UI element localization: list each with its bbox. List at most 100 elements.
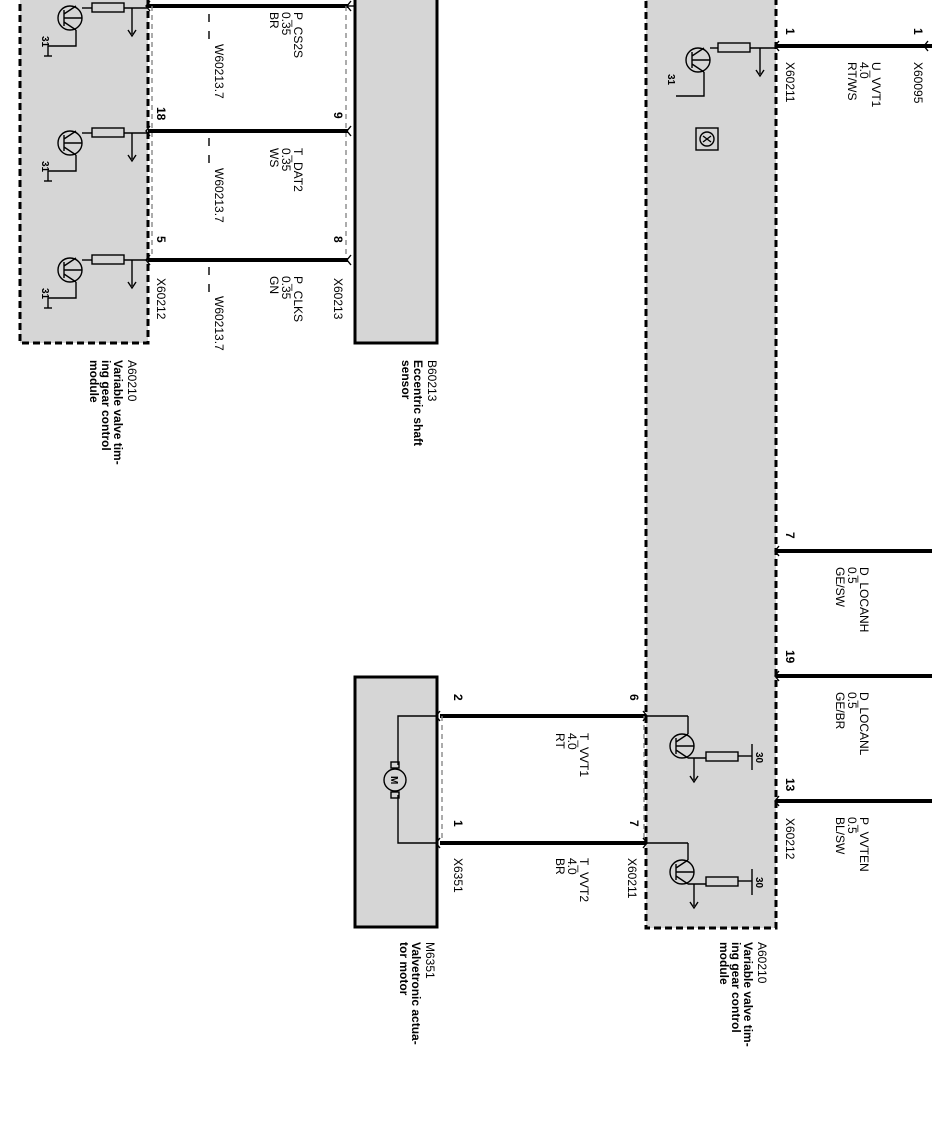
sensor-wire-1-label: P_CS2S 0.35 BR xyxy=(267,12,305,58)
motor-wire-2-signal: T_VVT2 xyxy=(577,858,591,902)
driver-circuit-1: 31 xyxy=(39,2,148,57)
motor-m6351-code: M6351 xyxy=(423,942,437,979)
motor-wire-2-gauge: 4.0 xyxy=(565,858,579,875)
module-pin-5: 5 xyxy=(154,236,168,243)
sensor-wire-3-color: GN xyxy=(267,276,281,294)
bus-pin-7: 7 xyxy=(783,532,797,539)
bus-wire-1-label: D_LOCANH 0.5 GE/SW xyxy=(833,567,871,632)
bus-wire-1-color: GE/SW xyxy=(833,567,847,608)
motor-driver-circuit-2: 30 xyxy=(646,842,764,910)
ground-label-2: 31 xyxy=(39,161,50,173)
bus-wire-2-color: GE/BR xyxy=(833,692,847,730)
bus-wire-1-gauge: 0.5 xyxy=(845,567,859,584)
module-pin-18: 18 xyxy=(154,107,168,121)
supply-pin-right: 1 xyxy=(911,28,925,35)
motor-m6351-desc-line: Valvetronic actua- xyxy=(409,942,423,1045)
module-a60210-desc-top: Variable valve tim- ing gear control mod… xyxy=(87,360,125,468)
sensor-wire-2-label: T_DAT2 0.35 WS xyxy=(267,148,305,192)
bus-wire-2-gauge: 0.5 xyxy=(845,692,859,709)
module-a60210-caption-bottom: A60210 Variable valve tim- ing gear cont… xyxy=(717,942,769,1050)
supply-label-1: 30 xyxy=(753,752,764,764)
pin-chevrons xyxy=(145,0,929,849)
connector-x60095: X60095 xyxy=(911,62,925,104)
sensor-b60213-block xyxy=(353,0,439,345)
module-a60210-desc-bottom-line: ing gear control xyxy=(729,942,743,1033)
supply-label-2: 30 xyxy=(753,877,764,889)
sensor-wire-2-gauge: 0.35 xyxy=(279,148,293,172)
sensor-wire-3-gauge: 0.35 xyxy=(279,276,293,300)
motor-wire-1-color: RT xyxy=(553,733,567,749)
splice-label-3: W60213.7 xyxy=(212,296,226,351)
sensor-b60213-desc-line: Eccentric shaft xyxy=(411,360,425,446)
driver-circuit-3: 31 xyxy=(39,254,148,309)
bus-pin-13: 13 xyxy=(783,778,797,792)
connector-x60212-left: X60212 xyxy=(154,278,168,320)
module-a60210-caption-top: A60210 Variable valve tim- ing gear cont… xyxy=(87,360,139,468)
driver-circuit-2: 31 xyxy=(39,127,148,182)
connector-x60211-bottom: X60211 xyxy=(625,858,639,899)
supply-wire-gauge: 4.0 xyxy=(857,62,871,79)
motor-icon: M xyxy=(383,715,437,844)
module-a60210-desc-top-line: module xyxy=(87,360,101,403)
ground-label-4: 31 xyxy=(665,74,676,86)
module-a60210-desc-bottom-line: module xyxy=(717,942,731,985)
splice-label-2: W60213.7 xyxy=(212,168,226,223)
module-a60210-top-block xyxy=(18,0,150,345)
sensor-b60213-desc-line: sensor xyxy=(399,360,413,400)
motor-driver-circuit-1: 30 xyxy=(646,715,764,784)
connector-x60212-right: X60212 xyxy=(783,818,797,860)
motor-wire-1 xyxy=(440,714,646,843)
bus-wire-3-color: BL/SW xyxy=(833,817,847,855)
bus-wire-2-label: D_LOCANL 0.5 GE/BR xyxy=(833,692,871,756)
motor-m6351-desc-line: tor motor xyxy=(397,942,411,996)
bus-wire-3-label: P_VVTEN 0.5 BL/SW xyxy=(833,817,871,872)
ground-label-1: 31 xyxy=(39,36,50,48)
supply-wire-color: RT/WS xyxy=(845,62,859,100)
motor-wire-1-gauge: 4.0 xyxy=(565,733,579,750)
bus-wire-1-signal: D_LOCANH xyxy=(857,567,871,632)
module-a60210-desc-top-line: Variable valve tim- xyxy=(111,360,125,465)
connector-x60213: X60213 xyxy=(331,278,345,320)
bus-pin-19: 19 xyxy=(783,650,797,664)
sensor-pin-9: 9 xyxy=(331,112,345,119)
supply-driver-circuit: 31 xyxy=(665,42,776,97)
motor-wire-1-label: T_VVT1 4.0 RT xyxy=(553,733,591,777)
connector-x60211-top: X60211 xyxy=(783,62,797,103)
splice-label-1: W60213.7 xyxy=(212,44,226,99)
sensor-wire-3-signal: P_CLKS xyxy=(291,276,305,322)
sensor-wire-1-gauge: 0.35 xyxy=(279,12,293,36)
motor-wire-2-label: T_VVT2 4.0 BR xyxy=(553,858,591,902)
module-a60210-desc-bottom-line: Variable valve tim- xyxy=(741,942,755,1047)
connector-x6351: X6351 xyxy=(451,858,465,893)
motor-module-pin-7: 7 xyxy=(627,820,641,827)
sensor-wire-2-signal: T_DAT2 xyxy=(291,148,305,192)
bus-wire-2-signal: D_LOCANL xyxy=(857,692,871,756)
supply-wire-signal: U_VVT1 xyxy=(869,62,883,108)
motor-wire-1-signal: T_VVT1 xyxy=(577,733,591,777)
motor-m6351-caption: M6351 Valvetronic actua- tor motor xyxy=(397,942,437,1045)
supply-wire-label: U_VVT1 4.0 RT/WS xyxy=(845,62,883,108)
motor-wire-2-color: BR xyxy=(553,858,567,875)
sensor-b60213-caption: B60213 Eccentric shaft sensor xyxy=(399,360,439,449)
motor-symbol-label: M xyxy=(388,776,399,784)
relay-icon xyxy=(695,127,719,151)
ground-label-3: 31 xyxy=(39,288,50,300)
sensor-b60213-desc: Eccentric shaft sensor xyxy=(399,360,425,449)
supply-pin-left: 1 xyxy=(783,28,797,35)
motor-m6351-block xyxy=(353,675,439,929)
sensor-wire-2-color: WS xyxy=(267,148,281,167)
module-a60210-code-bottom: A60210 xyxy=(755,942,769,984)
sensor-wire-3-label: P_CLKS 0.35 GN xyxy=(267,276,305,322)
module-a60210-code-top: A60210 xyxy=(125,360,139,402)
sensor-wire-1-color: BR xyxy=(267,12,281,29)
module-a60210-desc-bottom: Variable valve tim- ing gear control mod… xyxy=(717,942,755,1050)
motor-pin-2: 2 xyxy=(451,694,465,701)
sensor-pin-8: 8 xyxy=(331,236,345,243)
module-a60210-desc-top-line: ing gear control xyxy=(99,360,113,451)
sensor-wire-1-signal: P_CS2S xyxy=(291,12,305,58)
motor-module-pin-6: 6 xyxy=(627,694,641,701)
motor-pin-1: 1 xyxy=(451,820,465,827)
module-a60210-right-block xyxy=(644,0,778,930)
bus-wire-3-gauge: 0.5 xyxy=(845,817,859,834)
